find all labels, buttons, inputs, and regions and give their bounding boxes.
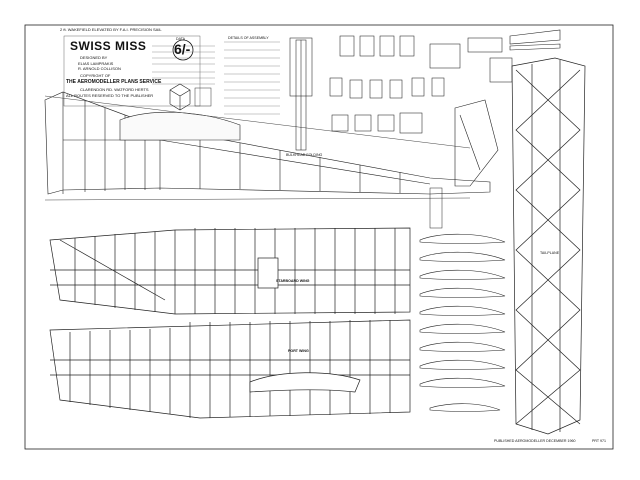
designer-2: R. ARNOLD COLLISON: [78, 66, 121, 71]
footer-published: PUBLISHED AEROMODELLER DECEMBER 1960: [494, 439, 576, 443]
plans-service: THE AEROMODELLER PLANS SERVICE: [66, 79, 162, 85]
designer-1: ELIAS LAMPRAKIS: [78, 61, 114, 66]
fuselage-side-view: [44, 91, 491, 195]
data-label: DATA: [176, 37, 186, 41]
title-block: [63, 35, 201, 107]
propeller-sketch: [509, 29, 561, 51]
copyright-label: COPYRIGHT OF: [80, 73, 111, 78]
port-wing: [49, 319, 411, 419]
tailplane-label: TAILPLANE: [540, 251, 560, 255]
port-wing-label: PORT WING: [288, 349, 309, 353]
starboard-wing: [49, 227, 411, 315]
bulkheads: [289, 35, 513, 151]
plan-title: SWISS MISS: [70, 39, 147, 53]
bulkhead-label: BULKHEAD FOLDING: [286, 153, 323, 157]
tail-block: [429, 187, 443, 229]
assembly-label: DETAILS OF ASSEMBLY: [228, 36, 269, 40]
rights-note: ALL ROUTES RESERVED TO THE PUBLISHER: [66, 93, 154, 98]
data-panel: [152, 41, 280, 115]
service-address: CLARENDON RD. WATFORD HERTS: [80, 87, 149, 92]
starboard-wing-label: STARBOARD WING: [276, 279, 310, 283]
nose-block-sketch: [169, 83, 191, 111]
plan-price: 6/-: [174, 41, 191, 57]
bearing-sketch: [194, 87, 212, 107]
header-note: 2 ft. WAKEFIELD ELEVATED BY F.A.I. PRECI…: [60, 27, 162, 32]
fin-drawing: [454, 99, 499, 187]
designed-by-label: DESIGNED BY: [80, 55, 108, 60]
tailplane-plan: [511, 57, 586, 435]
footer-plan-number: PRT 971: [592, 439, 607, 443]
rib-templates: [419, 233, 506, 412]
